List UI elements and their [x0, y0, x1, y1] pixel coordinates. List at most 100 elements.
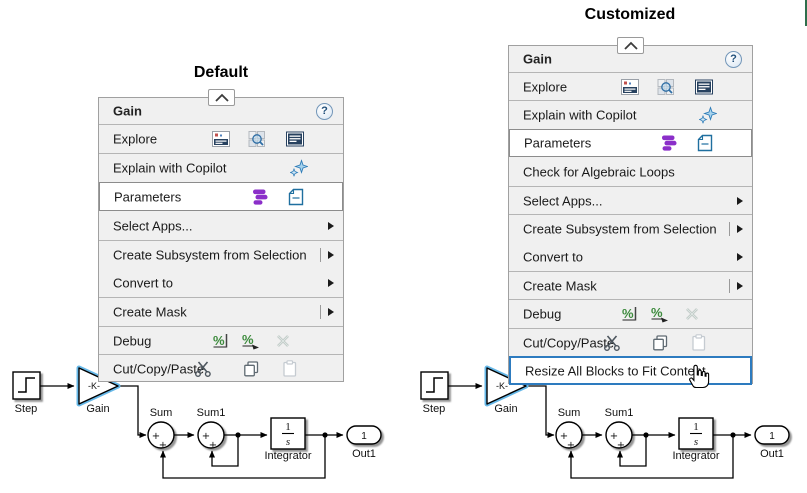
- integrator-label: Integrator: [264, 450, 311, 462]
- property-inspector-icon[interactable]: [212, 131, 230, 147]
- menu-item-label: Parameters: [524, 135, 592, 151]
- gain-block[interactable]: -K-: [484, 365, 529, 407]
- menu-item-create-subsystem[interactable]: Create Subsystem from Selection: [509, 214, 752, 242]
- menu-item-convert-to[interactable]: Convert to: [509, 242, 752, 271]
- svg-text:%: %: [242, 332, 254, 347]
- cut-icon[interactable]: [603, 334, 621, 351]
- diagram-customized: Step -K- Gain + + Sum + + Sum1 1 s Integ…: [420, 365, 790, 479]
- menu-item-parameters[interactable]: Parameters: [509, 129, 752, 157]
- sum1-label: Sum1: [197, 407, 226, 419]
- sum-plus-sign: +: [159, 440, 167, 451]
- step-waveform-icon: [426, 377, 443, 393]
- menu-item-select-apps[interactable]: Select Apps...: [99, 211, 343, 240]
- hand-pointer-cursor: [688, 362, 711, 389]
- menu-item-label: Create Subsystem from Selection: [523, 221, 717, 236]
- sum-block[interactable]: + +: [147, 421, 175, 451]
- integrator-block[interactable]: 1 s: [678, 417, 714, 450]
- property-inspector-icon[interactable]: [621, 78, 639, 95]
- sum-plus-sign: +: [560, 431, 568, 442]
- add-port-value-icon[interactable]: %: [650, 305, 669, 323]
- model-explorer-icon[interactable]: [657, 78, 675, 95]
- menu-item-parameters[interactable]: Parameters: [99, 182, 343, 211]
- gain-label: Gain: [494, 403, 517, 415]
- sum1-block[interactable]: + +: [605, 421, 633, 451]
- menu-item-explore[interactable]: Explore: [99, 124, 343, 153]
- menu-item-explain-with-copilot[interactable]: Explain with Copilot: [99, 153, 343, 182]
- parameters-doc-icon[interactable]: [697, 134, 713, 152]
- out1-label: Out1: [352, 448, 376, 460]
- menu-item-create-mask[interactable]: Create Mask: [99, 297, 343, 326]
- out1-block[interactable]: 1: [346, 425, 382, 445]
- copilot-sparkle-icon: [289, 159, 309, 178]
- step-block[interactable]: [420, 371, 449, 400]
- sum1-plus-sign: +: [209, 440, 217, 451]
- submenu-arrow-icon: [737, 281, 743, 290]
- svg-text:%: %: [622, 306, 634, 321]
- junction-dots: [235, 432, 328, 438]
- gain-value: -K-: [496, 381, 508, 391]
- gain-value: -K-: [88, 381, 100, 391]
- chevron-up-icon: [619, 39, 643, 52]
- sum1-plus-sign: +: [610, 431, 618, 442]
- integrator-numerator: 1: [285, 421, 291, 433]
- collapse-menu-button[interactable]: [208, 89, 235, 106]
- model-explorer-icon[interactable]: [248, 131, 266, 148]
- copy-icon[interactable]: [243, 361, 260, 378]
- parameters-doc-icon[interactable]: [288, 188, 304, 206]
- sum-label: Sum: [558, 407, 581, 419]
- out1-block[interactable]: 1: [754, 425, 790, 445]
- menu-item-cut-copy-paste[interactable]: Cut/Copy/Paste: [99, 354, 343, 383]
- step-label: Step: [15, 403, 38, 415]
- menu-item-label: Check for Algebraic Loops: [523, 164, 675, 179]
- model-data-editor-icon[interactable]: [286, 131, 304, 147]
- port-value-display-icon[interactable]: %: [212, 332, 230, 350]
- menu-item-debug[interactable]: Debug % %: [99, 326, 343, 354]
- cut-icon[interactable]: [194, 361, 212, 378]
- menu-item-convert-to[interactable]: Convert to: [99, 269, 343, 297]
- menu-item-create-mask[interactable]: Create Mask: [509, 271, 752, 299]
- menu-item-cut-copy-paste[interactable]: Cut/Copy/Paste: [509, 328, 752, 356]
- menu-header: Gain ?: [509, 46, 752, 72]
- port-value-display-icon[interactable]: %: [621, 305, 639, 323]
- menu-item-explore[interactable]: Explore: [509, 72, 752, 100]
- model-data-editor-icon[interactable]: [695, 79, 713, 94]
- integrator-denominator: s: [694, 436, 698, 448]
- paste-icon-disabled: [691, 333, 707, 352]
- integrator-denominator: s: [286, 436, 290, 448]
- panel-title-default: Default: [193, 64, 249, 81]
- menu-item-label: Explain with Copilot: [113, 160, 227, 176]
- copy-icon[interactable]: [652, 334, 669, 351]
- parameters-stack-icon[interactable]: [252, 188, 268, 206]
- submenu-arrow-icon: [328, 308, 334, 316]
- menu-item-resize-all-blocks[interactable]: Resize All Blocks to Fit Content: [509, 356, 752, 385]
- collapse-menu-button[interactable]: [617, 37, 644, 54]
- chevron-up-icon: [210, 91, 234, 104]
- menu-item-label: Select Apps...: [523, 193, 603, 208]
- menu-item-explain-with-copilot[interactable]: Explain with Copilot: [509, 100, 752, 129]
- menu-item-select-apps[interactable]: Select Apps...: [509, 186, 752, 214]
- sum1-plus-sign: +: [202, 431, 210, 442]
- menu-item-create-subsystem[interactable]: Create Subsystem from Selection: [99, 240, 343, 269]
- help-icon[interactable]: ?: [725, 51, 742, 68]
- out1-label: Out1: [760, 448, 784, 460]
- integrator-label: Integrator: [672, 450, 719, 462]
- integrator-block[interactable]: 1 s: [270, 417, 306, 450]
- menu-item-label: Cut/Copy/Paste: [523, 335, 615, 350]
- sum1-plus-sign: +: [617, 440, 625, 451]
- menu-item-label: Create Mask: [523, 278, 597, 293]
- parameters-stack-icon[interactable]: [661, 134, 677, 152]
- sum-block[interactable]: + +: [555, 421, 583, 451]
- step-block[interactable]: [12, 371, 41, 400]
- add-port-value-icon[interactable]: %: [241, 332, 260, 350]
- sum1-block[interactable]: + +: [197, 421, 225, 451]
- sum-label: Sum: [150, 407, 173, 419]
- svg-text:%: %: [213, 333, 225, 348]
- menu-item-debug[interactable]: Debug % %: [509, 299, 752, 328]
- help-icon[interactable]: ?: [316, 103, 333, 120]
- submenu-arrow-icon: [328, 251, 334, 259]
- menu-header: Gain ?: [99, 98, 343, 124]
- menu-item-label: Debug: [523, 306, 562, 322]
- menu-item-check-algebraic-loops[interactable]: Check for Algebraic Loops: [509, 157, 752, 186]
- sum1-label: Sum1: [605, 407, 634, 419]
